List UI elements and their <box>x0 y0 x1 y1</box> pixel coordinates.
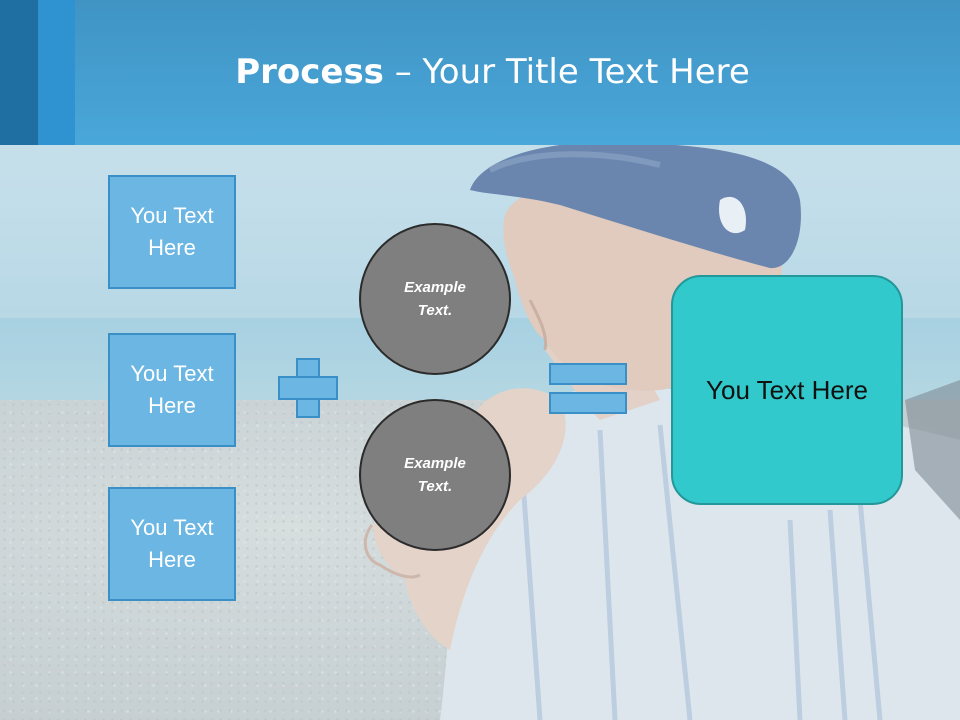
input-box-2-text: You Text Here <box>130 361 214 418</box>
plus-center-fill <box>298 378 318 398</box>
input-box-1-text: You Text Here <box>130 203 214 260</box>
banner-accent-mid <box>38 0 75 145</box>
banner-accent-dark <box>0 0 38 145</box>
input-box-2[interactable]: You Text Here <box>108 333 236 447</box>
example-circle-1[interactable]: Example Text. <box>359 223 511 375</box>
slide-title[interactable]: Process – Your Title Text Here <box>0 52 960 92</box>
title-banner: Process – Your Title Text Here <box>0 0 960 145</box>
input-box-1[interactable]: You Text Here <box>108 175 236 289</box>
result-box[interactable]: You Text Here <box>671 275 903 505</box>
equals-bottom-bar <box>549 392 627 414</box>
example-circle-2-text: Example Text. <box>404 455 466 495</box>
title-rest-part: – Your Title Text Here <box>383 52 750 92</box>
example-circle-2[interactable]: Example Text. <box>359 399 511 551</box>
example-circle-1-text: Example Text. <box>404 279 466 319</box>
equals-top-bar <box>549 363 627 385</box>
result-box-text: You Text Here <box>706 374 868 405</box>
input-box-3-text: You Text Here <box>130 515 214 572</box>
title-bold-part: Process <box>235 52 384 92</box>
input-box-3[interactable]: You Text Here <box>108 487 236 601</box>
